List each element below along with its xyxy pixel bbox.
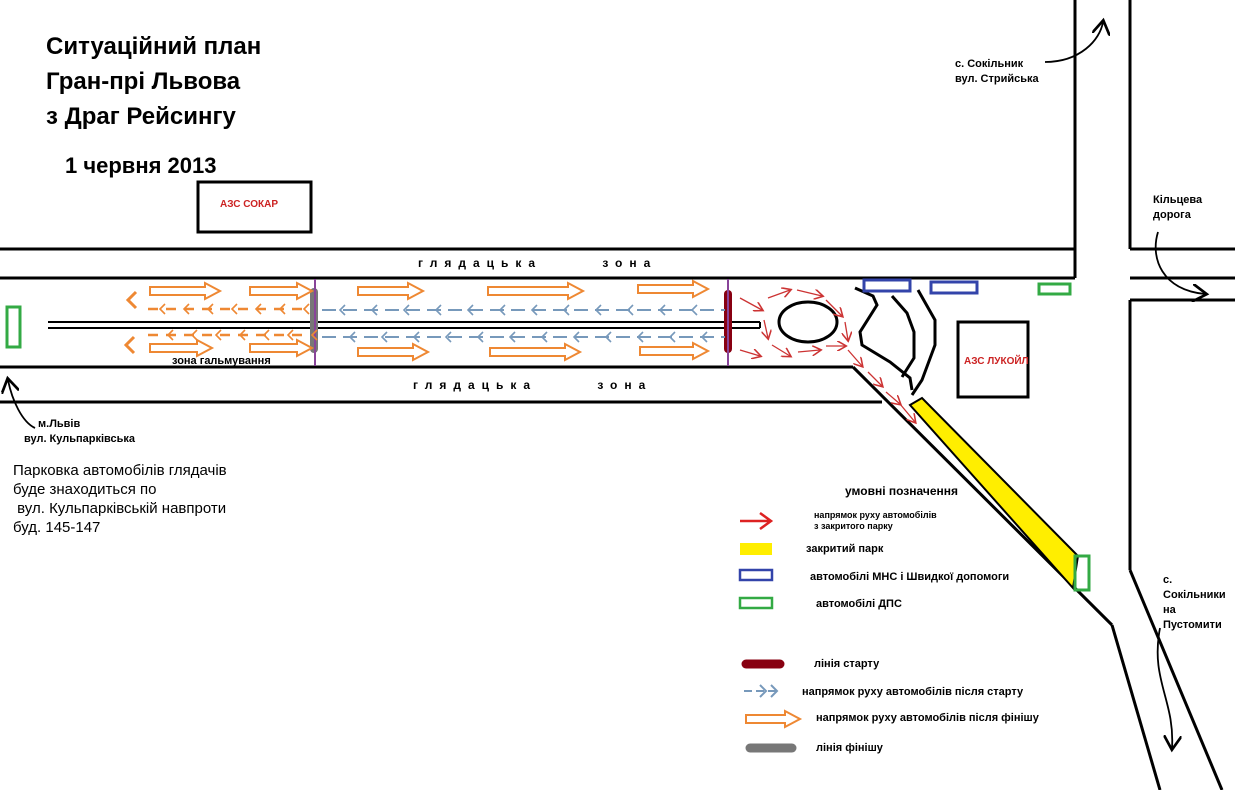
after-finish-arrow bbox=[357, 281, 426, 301]
after-finish-dashes bbox=[148, 307, 310, 337]
chevron-mark bbox=[498, 304, 506, 316]
title-line-3: з Драг Рейсингу bbox=[46, 103, 236, 130]
chevron-mark bbox=[594, 304, 602, 316]
chevron-mark bbox=[412, 331, 420, 343]
ring-road-label-1: Кільцева bbox=[1153, 194, 1203, 206]
emergency-vehicles bbox=[862, 278, 979, 295]
legend-title: умовні позначення bbox=[845, 484, 959, 498]
chevron-mark bbox=[658, 304, 666, 316]
chevron-mark bbox=[572, 331, 580, 343]
azs-lukoil-label: АЗС ЛУКОЙЛ bbox=[964, 356, 1029, 367]
after-finish-arrow bbox=[149, 281, 223, 301]
azs-socar-building bbox=[196, 180, 313, 234]
after-finish-arrow bbox=[149, 338, 215, 358]
pustomyty-label-1: с. bbox=[1163, 574, 1173, 586]
viewing-zone-top: глядацька зона bbox=[418, 256, 658, 270]
chevron-mark bbox=[338, 304, 346, 316]
chevron-mark bbox=[310, 329, 318, 341]
after-start-arrows bbox=[322, 309, 725, 338]
after-finish-arrow bbox=[639, 341, 711, 361]
lviv-label-1: м.Львів bbox=[38, 418, 81, 430]
direction-arrows bbox=[8, 22, 1205, 748]
legend-symbols bbox=[738, 511, 803, 753]
legend-emergency-vehicles: автомобілі МНС і Швидкої допомоги bbox=[810, 571, 1010, 583]
after-finish-arrow bbox=[489, 342, 583, 362]
turnaround-marks bbox=[123, 290, 138, 355]
chevron-mark bbox=[476, 331, 484, 343]
sokilnyk-label-1: с. Сокільник bbox=[955, 58, 1024, 70]
legend-after-finish: напрямок руху автомобілів після фінішу bbox=[816, 712, 1039, 724]
legend-police-vehicles: автомобілі ДПС bbox=[816, 598, 902, 610]
chevron-mark bbox=[302, 303, 310, 315]
title-line-1: Ситуаційний план bbox=[46, 33, 262, 60]
lviv-label-2: вул. Кульпарківська bbox=[24, 433, 136, 445]
chevron-mark bbox=[402, 304, 410, 316]
legend-after-start: напрямок руху автомобілів після старту bbox=[802, 686, 1024, 698]
legend-closed-park: закритий парк bbox=[806, 543, 884, 555]
sokilnyk-label-2: вул. Стрийська bbox=[955, 73, 1039, 85]
chevron-mark bbox=[508, 331, 516, 343]
chevron-mark bbox=[214, 329, 222, 341]
zone-markers bbox=[314, 279, 729, 366]
legend-finish-line: лінія фінішу bbox=[816, 742, 883, 754]
police-vehicles bbox=[5, 282, 1091, 592]
chevron-mark bbox=[380, 331, 388, 343]
viewing-zone-bottom: глядацька зона bbox=[413, 378, 653, 392]
chevron-mark bbox=[230, 303, 238, 315]
closed-park-arrows bbox=[739, 290, 915, 422]
chevron-mark bbox=[466, 304, 474, 316]
braking-zone-label: зона гальмування bbox=[172, 355, 271, 367]
azs-socar-label: АЗС СОКАР bbox=[220, 199, 278, 210]
chevron-mark bbox=[434, 304, 442, 316]
after-finish-arrow bbox=[487, 281, 586, 301]
after-finish-arrow bbox=[249, 281, 315, 301]
after-finish-arrow bbox=[357, 342, 431, 362]
chevron-mark bbox=[370, 304, 378, 316]
event-date: 1 червня 2013 bbox=[65, 153, 217, 178]
chevron-mark bbox=[626, 304, 634, 316]
pustomyty-label-2: Сокільники bbox=[1163, 589, 1226, 601]
title-line-2: Гран-прі Львова bbox=[46, 68, 241, 95]
azs-lukoil-building bbox=[956, 320, 1030, 399]
after-finish-arrows bbox=[149, 279, 711, 362]
chevron-mark bbox=[562, 304, 570, 316]
after-start-chevrons bbox=[158, 303, 708, 343]
chevron-mark bbox=[636, 331, 644, 343]
track-center-lines bbox=[48, 321, 761, 329]
chevron-mark bbox=[530, 304, 538, 316]
parking-note: Парковка автомобілів глядачів буде знахо… bbox=[13, 462, 227, 536]
chevron-mark bbox=[540, 331, 548, 343]
legend-closed-park-direction: напрямок руху автомобілів з закритого па… bbox=[814, 510, 937, 531]
chevron-mark bbox=[286, 329, 294, 341]
chevron-mark bbox=[690, 304, 698, 316]
after-finish-arrow bbox=[637, 279, 711, 299]
chevron-mark bbox=[700, 331, 708, 343]
legend-start-line: лінія старту bbox=[814, 658, 880, 670]
chevron-mark bbox=[444, 331, 452, 343]
pustomyty-label-3: на bbox=[1163, 604, 1176, 616]
pustomyty-label-4: Пустомити bbox=[1163, 619, 1222, 631]
after-finish-arrow bbox=[249, 338, 315, 358]
chevron-mark bbox=[158, 303, 166, 315]
roundabout bbox=[777, 300, 839, 344]
ring-road-label-2: дорога bbox=[1153, 209, 1191, 221]
chevron-mark bbox=[348, 331, 356, 343]
chevron-mark bbox=[604, 331, 612, 343]
chevron-mark bbox=[668, 331, 676, 343]
